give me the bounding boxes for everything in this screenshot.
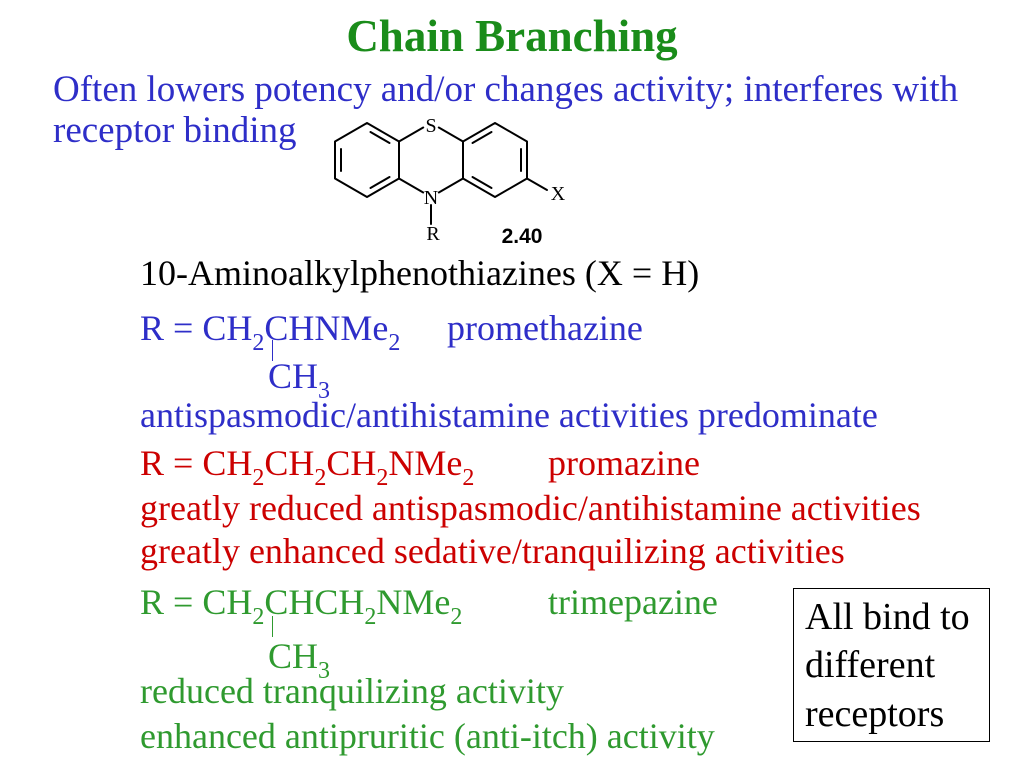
x-substituent-label: X [551,183,566,205]
formula-subscript: 2 [450,604,463,630]
promethazine-effect-1: antispasmodic/antihistamine activities p… [140,395,878,435]
promethazine-methyl-branch: CH3 [268,358,330,403]
benzene-ring-left [334,122,400,198]
branch-subscript: 3 [318,658,331,684]
note-line-1: All bind to [805,596,970,638]
formula-subscript: 2 [364,604,377,630]
formula-subscript: 2 [252,330,265,356]
formula-text: CH [326,443,377,483]
class-heading: 10-Aminoalkylphenothiazines (X = H) [140,253,700,293]
branch-subscript: 3 [318,378,331,404]
compound-number: 2.40 [502,225,543,248]
formula-subscript: 2 [314,465,327,491]
sulfur-atom-label: S [425,115,436,137]
trimepazine-branch-bond [272,616,273,637]
promazine-name: promazine [548,443,700,483]
nitrogen-atom-label: N [424,187,438,209]
r-substituent-label: R [426,223,440,245]
note-line-3: receptors [805,693,945,735]
formula-subscript: 2 [388,330,401,356]
formula-text: R = CH [140,308,253,348]
trimepazine-effect-1: reduced tranquilizing activity [140,671,564,711]
formula-text: NMe [376,582,451,622]
formula-text: CH [264,443,315,483]
formula-subscript: 2 [462,465,475,491]
formula-text: NMe [388,443,463,483]
promazine-effect-2: greatly enhanced sedative/tranquilizing … [140,531,845,571]
formula-subscript: 2 [376,465,389,491]
promethazine-branch-bond [272,340,273,361]
slide-title: Chain Branching [346,11,678,61]
trimepazine-effect-2: enhanced antipruritic (anti-itch) activi… [140,716,715,756]
formula-text: CHCH [264,582,365,622]
formula-subscript: 2 [252,465,265,491]
promazine-r-formula: R = CH2CH2CH2NMe2 [140,445,474,490]
trimepazine-name: trimepazine [548,582,718,622]
formula-text: R = CH [140,582,253,622]
promethazine-r-formula: R = CH2CHNMe2 [140,310,400,355]
promazine-effect-1: greatly reduced antispasmodic/antihistam… [140,488,921,528]
note-line-2: different [805,644,936,686]
thiazine-ring [398,126,464,194]
trimepazine-methyl-branch: CH3 [268,638,330,683]
bond-ring-to-x [526,177,548,191]
formula-text: R = CH [140,443,253,483]
branch-text: CH [268,356,319,396]
subtitle-line-1: Often lowers potency and/or changes acti… [53,69,959,110]
note-box: All bind to different receptors [793,588,990,742]
trimepazine-r-formula: R = CH2CHCH2NMe2 [140,584,462,629]
promethazine-name: promethazine [447,308,643,348]
subtitle-line-2: receptor binding [53,110,297,151]
phenothiazine-structure: S N X R 2.40 [334,115,566,248]
branch-text: CH [268,636,319,676]
benzene-ring-right [462,122,528,198]
formula-text: CHNMe [264,308,389,348]
formula-subscript: 2 [252,604,265,630]
